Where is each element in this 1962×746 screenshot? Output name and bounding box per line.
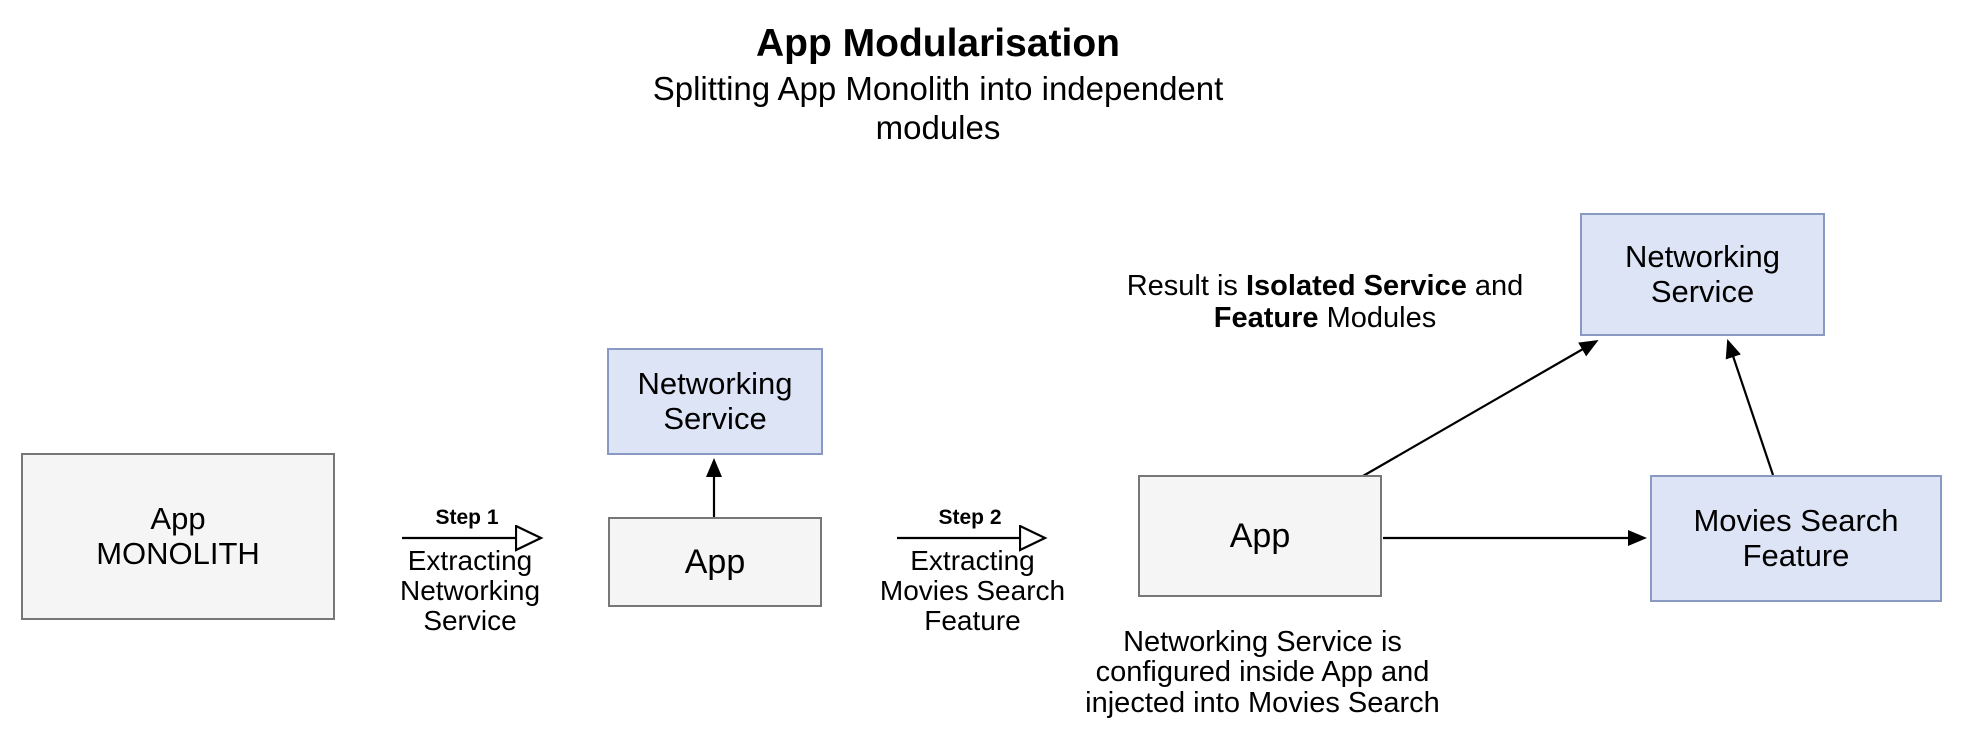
diagram-subtitle: Splitting App Monolith into independent …	[652, 69, 1224, 146]
app-box-stage2: App	[608, 517, 822, 607]
title-block: App Modularisation Splitting App Monolit…	[438, 22, 1438, 148]
step1-label: Step 1	[435, 506, 499, 529]
movies-to-networking-arrow	[1725, 338, 1775, 476]
result-line-1: Result is Isolated Service and	[1070, 270, 1580, 302]
result-feature: Feature	[1213, 302, 1319, 335]
movies-search-feature-box: Movies Search Feature	[1650, 475, 1942, 602]
injection-note: Networking Service is configured inside …	[1085, 626, 1440, 719]
networking-service-box-stage3: Networking Service	[1580, 213, 1825, 336]
app-monolith-box: App MONOLITH	[21, 453, 335, 620]
diagram-title: App Modularisation	[756, 22, 1120, 65]
result-suffix: Modules	[1318, 302, 1437, 335]
networking-service-label-stage2: Networking Service	[637, 365, 793, 436]
result-caption: Result is Isolated Service and Feature M…	[1070, 270, 1580, 335]
result-isolated-service: Isolated Service	[1245, 270, 1467, 302]
movies-search-feature-label: Movies Search Feature	[1693, 502, 1899, 573]
result-prefix: Result is	[1126, 270, 1246, 302]
result-middle: and	[1466, 270, 1524, 302]
app-label-stage3: App	[1229, 516, 1291, 555]
networking-service-box-stage2: Networking Service	[607, 348, 823, 455]
app-box-stage3: App	[1138, 475, 1382, 597]
app-to-networking-arrow	[1362, 340, 1599, 477]
result-line-2: Feature Modules	[1070, 302, 1580, 334]
step2-description: Extracting Movies Search Feature	[879, 545, 1066, 636]
step2-label: Step 2	[938, 506, 1002, 529]
app-monolith-label: App MONOLITH	[96, 500, 260, 571]
app-label-stage2: App	[684, 542, 746, 581]
step1-description: Extracting Networking Service	[399, 545, 541, 636]
networking-service-label-stage3: Networking Service	[1624, 238, 1781, 309]
